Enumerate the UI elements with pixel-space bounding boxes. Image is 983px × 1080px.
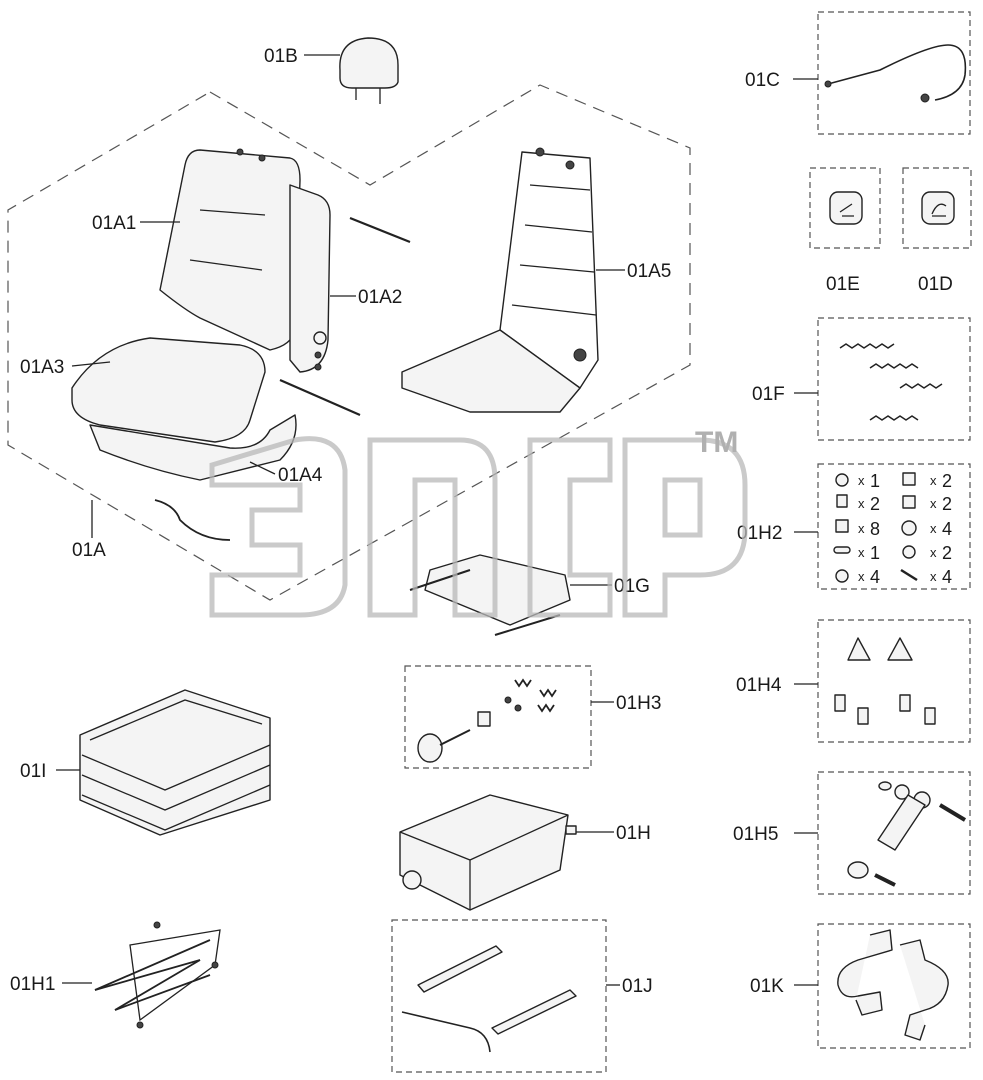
headrest-part[interactable] <box>339 37 399 104</box>
backrest-frame-part[interactable] <box>401 147 599 413</box>
label-01H5: 01H5 <box>733 824 778 845</box>
brackets-part[interactable] <box>834 637 936 725</box>
label-01B: 01B <box>264 46 298 67</box>
rod-part <box>279 378 361 417</box>
backrest-cover-part[interactable] <box>289 184 331 373</box>
rails-box <box>391 919 607 1073</box>
suspension-part[interactable] <box>399 794 577 911</box>
knob-01E-part[interactable] <box>829 191 863 225</box>
brackets-box <box>817 619 971 743</box>
trademark-mark: TM <box>695 426 738 459</box>
qty-x-1: x <box>858 473 865 488</box>
knob-01E-box <box>809 167 881 249</box>
qty-value-1: 1 <box>870 471 880 491</box>
qty-x-4: x <box>930 496 937 511</box>
qty-value-4: 2 <box>942 494 952 514</box>
rails-part[interactable] <box>401 945 577 1053</box>
label-01J: 01J <box>622 976 653 997</box>
cable-kit-box <box>817 11 971 135</box>
scissor-mechanism-part[interactable] <box>94 921 221 1029</box>
straps-part[interactable] <box>837 929 949 1041</box>
adjustment-kit-box <box>404 665 592 769</box>
qty-x-6: x <box>930 521 937 536</box>
springs-part[interactable] <box>839 343 943 421</box>
label-01H2: 01H2 <box>737 523 782 544</box>
small-parts-kit-box <box>817 463 971 590</box>
seat-slide-part[interactable] <box>409 554 571 636</box>
label-01H: 01H <box>616 823 651 844</box>
adjustment-kit-part[interactable] <box>417 678 557 763</box>
qty-value-9: 4 <box>870 567 880 587</box>
shock-absorber-part[interactable] <box>847 781 967 887</box>
qty-value-2: 2 <box>942 471 952 491</box>
qty-value-10: 4 <box>942 567 952 587</box>
qty-value-3: 2 <box>870 494 880 514</box>
label-01C: 01C <box>745 70 780 91</box>
knob-01D-part[interactable] <box>921 191 955 225</box>
label-01E: 01E <box>826 274 860 295</box>
qty-x-5: x <box>858 521 865 536</box>
brand-watermark-logo: TM <box>209 426 748 618</box>
qty-value-8: 2 <box>942 543 952 563</box>
label-01F: 01F <box>752 384 785 405</box>
label-01K: 01K <box>750 976 784 997</box>
straps-box <box>817 923 971 1049</box>
seat-wire-part <box>154 499 231 541</box>
label-01A: 01A <box>72 540 106 561</box>
label-01I: 01I <box>20 761 46 782</box>
qty-value-5: 8 <box>870 519 880 539</box>
label-01H4: 01H4 <box>736 675 782 696</box>
shock-absorber-box <box>817 771 971 895</box>
cable-part[interactable] <box>824 44 967 103</box>
label-01A3: 01A3 <box>20 357 64 378</box>
qty-x-2: x <box>930 473 937 488</box>
springs-box <box>817 317 971 441</box>
leader-01A3 <box>71 361 111 367</box>
qty-x-3: x <box>858 496 865 511</box>
label-01H1: 01H1 <box>10 974 55 995</box>
leader-01A4 <box>249 461 276 475</box>
label-01H3: 01H3 <box>616 693 661 714</box>
backrest-cushion-part[interactable] <box>159 148 301 351</box>
knob-01D-box <box>902 167 972 249</box>
qty-x-8: x <box>930 545 937 560</box>
qty-x-10: x <box>930 569 937 584</box>
rod-part <box>349 216 411 244</box>
label-01A1: 01A1 <box>92 213 136 234</box>
qty-value-7: 1 <box>870 543 880 563</box>
label-01D: 01D <box>918 274 953 295</box>
qty-value-6: 4 <box>942 519 952 539</box>
label-01A5: 01A5 <box>627 261 671 282</box>
label-01A2: 01A2 <box>358 287 402 308</box>
seat-cushion-part[interactable] <box>71 337 297 481</box>
small-parts-kit[interactable] <box>833 472 918 583</box>
label-01G: 01G <box>614 576 650 597</box>
label-01A4: 01A4 <box>278 465 323 486</box>
seat-assembly-outline <box>7 84 691 601</box>
bellows-part[interactable] <box>79 689 271 836</box>
qty-x-9: x <box>858 569 865 584</box>
qty-x-7: x <box>858 545 865 560</box>
